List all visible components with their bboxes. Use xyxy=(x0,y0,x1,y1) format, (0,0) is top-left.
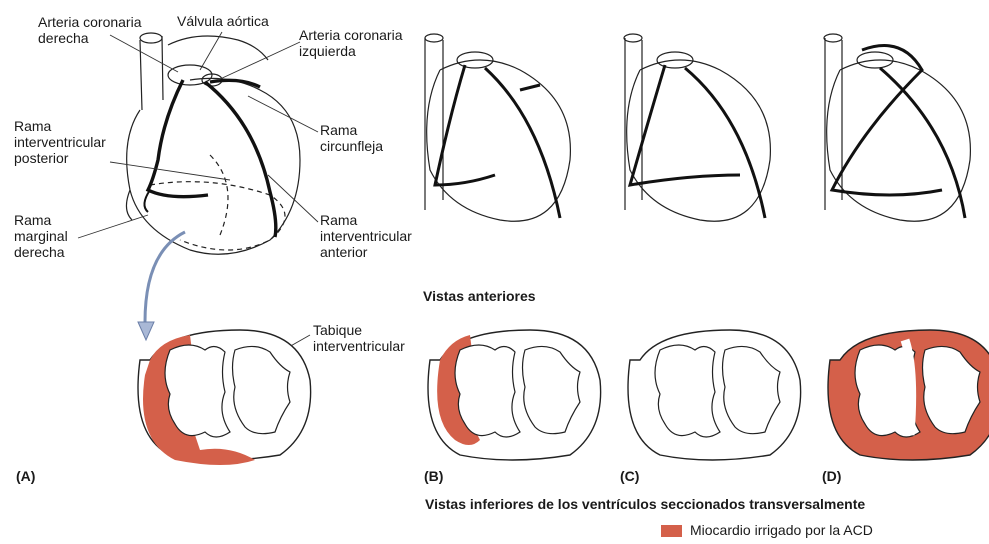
label-anterior-line3: anterior xyxy=(320,244,412,260)
label-rca: Arteria coronaria derecha xyxy=(38,14,142,46)
label-anterior-branch: Rama interventricular anterior xyxy=(320,212,412,260)
section-d xyxy=(828,330,989,460)
label-lca-line2: izquierda xyxy=(299,43,403,59)
label-rca-line1: Arteria coronaria xyxy=(38,14,142,30)
caption-inferior-views: Vistas inferiores de los ventrículos sec… xyxy=(425,496,865,512)
label-marginal-line3: derecha xyxy=(14,244,68,260)
panel-label-a: (A) xyxy=(16,468,35,484)
label-septum: Tabique interventricular xyxy=(313,322,405,354)
label-circumflex: Rama circunfleja xyxy=(320,122,383,154)
section-a xyxy=(138,330,311,465)
label-marginal-line2: marginal xyxy=(14,228,68,244)
label-posterior-line1: Rama xyxy=(14,118,106,134)
label-posterior-line3: posterior xyxy=(14,150,106,166)
label-anterior-line2: interventricular xyxy=(320,228,412,244)
legend-label: Miocardio irrigado por la ACD xyxy=(690,522,873,538)
heart-a-arteries xyxy=(148,80,276,237)
label-marginal: Rama marginal derecha xyxy=(14,212,68,260)
label-posterior-branch: Rama interventricular posterior xyxy=(14,118,106,166)
panel-label-c: (C) xyxy=(620,468,639,484)
label-septum-line2: interventricular xyxy=(313,338,405,354)
label-circumflex-line2: circunfleja xyxy=(320,138,383,154)
panel-label-b: (B) xyxy=(424,468,443,484)
label-septum-line1: Tabique xyxy=(313,322,405,338)
label-lca: Arteria coronaria izquierda xyxy=(299,27,403,59)
label-posterior-line2: interventricular xyxy=(14,134,106,150)
label-marginal-line1: Rama xyxy=(14,212,68,228)
label-rca-line2: derecha xyxy=(38,30,142,46)
label-aortic-valve: Válvula aórtica xyxy=(177,13,269,29)
caption-anterior-views: Vistas anteriores xyxy=(423,288,536,304)
label-lca-line1: Arteria coronaria xyxy=(299,27,403,43)
label-anterior-line1: Rama xyxy=(320,212,412,228)
legend-swatch xyxy=(661,525,682,537)
section-c xyxy=(628,330,801,460)
label-circumflex-line1: Rama xyxy=(320,122,383,138)
section-b xyxy=(428,330,601,460)
panel-label-d: (D) xyxy=(822,468,841,484)
